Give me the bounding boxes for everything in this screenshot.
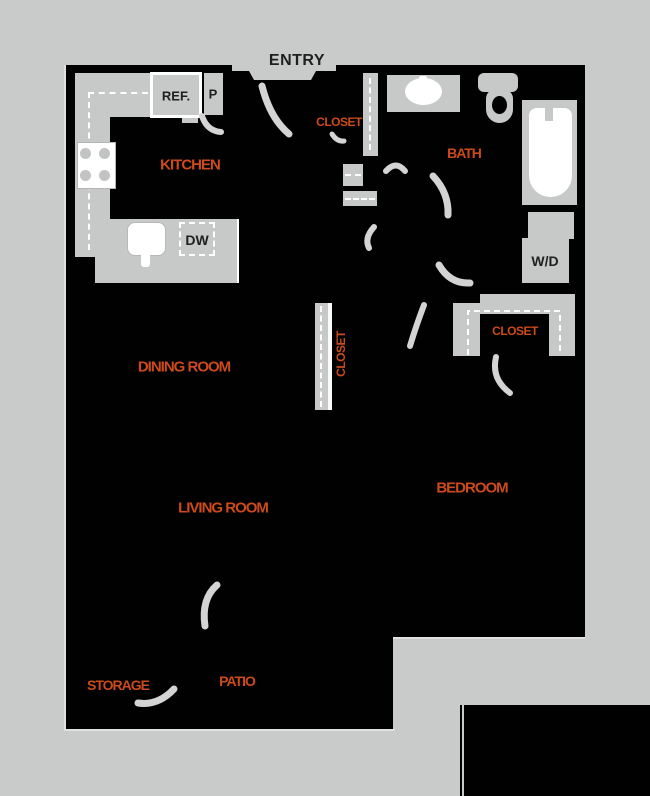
stove-burner-icon — [99, 148, 110, 159]
wall-edge-bottom — [64, 729, 395, 731]
refrigerator-box — [150, 72, 202, 118]
washer-dryer-lower — [522, 238, 569, 283]
storage-door-swing — [134, 685, 178, 707]
floorplan-body-lower — [66, 637, 393, 729]
hall-closet-guide — [320, 306, 322, 407]
hallway-door-swing — [407, 302, 427, 349]
patio-door-swing — [200, 581, 221, 630]
pantry-box — [204, 73, 223, 115]
vanity-faucet-icon — [419, 76, 427, 88]
bedroom-closet-label: CLOSET — [492, 324, 538, 338]
dishwasher-box — [179, 222, 215, 256]
stove-burner-icon — [80, 148, 91, 159]
stove-burner-icon — [99, 170, 110, 181]
toilet-tank-icon — [478, 73, 518, 92]
hall-closet-wall-face — [328, 303, 332, 410]
stove-burner-icon — [80, 170, 91, 181]
bedroom-label: BEDROOM — [436, 479, 508, 497]
corner-block — [464, 705, 650, 796]
bath-label: BATH — [447, 145, 482, 161]
corner-block-line — [460, 705, 462, 796]
bathtub-faucet-icon — [545, 108, 553, 121]
storage-label: STORAGE — [87, 677, 150, 693]
living-room-label: LIVING ROOM — [178, 499, 269, 517]
linen-door-swing — [364, 224, 377, 251]
toilet-seat-icon — [492, 96, 507, 114]
dining-room-label: DINING ROOM — [137, 358, 231, 376]
bedroom-closet-top — [480, 294, 575, 314]
pantry-door-swing — [199, 113, 224, 135]
wall-edge-bedroom-bottom — [393, 637, 585, 639]
kitchen-label: KITCHEN — [160, 156, 221, 174]
hall-shelf-wide-guide — [345, 198, 375, 200]
entry-opening — [232, 64, 336, 80]
kitchen-faucet-icon — [141, 248, 150, 267]
bedroom-closet-guide — [467, 310, 561, 355]
bedroom-closet-right — [549, 314, 575, 356]
bath-door-swing — [429, 172, 452, 219]
dishwasher-label: DW — [185, 232, 209, 248]
bedroom-closet-door-swing — [492, 354, 513, 396]
entry-label: ENTRY — [268, 52, 326, 69]
bathtub-icon — [529, 108, 572, 197]
counter-guide-horizontal — [88, 92, 148, 94]
entry-closet-label: CLOSET — [316, 115, 362, 129]
refrigerator-label: REF. — [161, 88, 191, 104]
refrigerator-handle — [182, 118, 198, 123]
hall-closet-door-swing — [329, 131, 347, 144]
washer-dryer-upper — [528, 212, 574, 239]
entry-door-swing — [258, 82, 293, 138]
patio-label: PATIO — [219, 673, 256, 689]
hall-door-swing — [383, 162, 408, 174]
pantry-label: P — [208, 86, 218, 102]
entry-closet-guide — [369, 78, 371, 150]
bedroom-door-swing — [435, 261, 474, 287]
hall-closet-label: CLOSET — [334, 331, 348, 377]
washer-dryer-label: W/D — [531, 253, 559, 269]
kitchen-counter-lower — [95, 257, 239, 283]
hall-shelf-small-guide — [345, 174, 361, 176]
wall-edge-left — [64, 65, 66, 731]
